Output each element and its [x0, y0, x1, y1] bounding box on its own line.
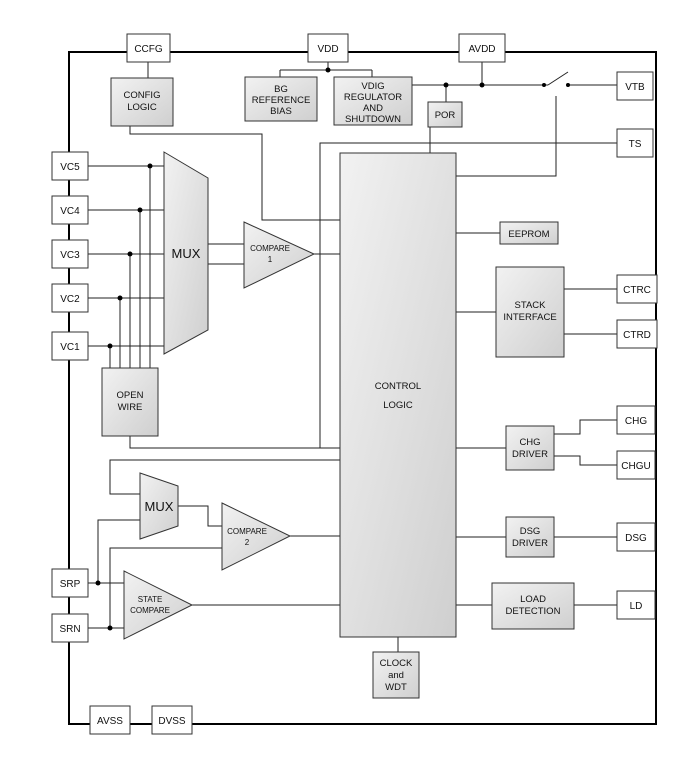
pin-srn: SRN	[51, 613, 89, 643]
svg-text:TS: TS	[629, 139, 642, 150]
wires	[78, 62, 617, 652]
svg-text:MUX: MUX	[145, 499, 174, 514]
mux-2: MUX	[139, 472, 179, 540]
pin-chgu: CHGU	[616, 450, 656, 480]
svg-text:SHUTDOWN: SHUTDOWN	[345, 114, 401, 125]
svg-text:COMPARE: COMPARE	[250, 244, 290, 253]
por-block: POR	[427, 101, 463, 128]
svg-text:and: and	[388, 670, 404, 681]
pin-vc1: VC1	[51, 331, 89, 361]
mux-1: MUX	[163, 151, 209, 355]
pin-vc2: VC2	[51, 283, 89, 313]
pin-vc4: VC4	[51, 195, 89, 225]
svg-text:COMPARE: COMPARE	[130, 606, 170, 615]
svg-text:INTERFACE: INTERFACE	[503, 312, 556, 323]
svg-text:AVSS: AVSS	[97, 716, 123, 727]
svg-text:LOGIC: LOGIC	[383, 400, 413, 411]
svg-text:VDIG: VDIG	[361, 81, 384, 92]
svg-text:2: 2	[245, 538, 250, 547]
svg-text:VDD: VDD	[317, 44, 338, 55]
svg-text:CHG: CHG	[625, 416, 647, 427]
clock-wdt-block: CLOCK and WDT	[372, 651, 420, 699]
svg-text:AVDD: AVDD	[468, 44, 495, 55]
svg-text:EEPROM: EEPROM	[508, 229, 549, 240]
svg-text:REGULATOR: REGULATOR	[344, 92, 402, 103]
svg-text:BG: BG	[274, 84, 288, 95]
svg-text:STACK: STACK	[515, 300, 547, 311]
svg-text:DRIVER: DRIVER	[512, 538, 548, 549]
svg-text:LOAD: LOAD	[520, 594, 546, 605]
pin-ctrd: CTRD	[616, 319, 658, 349]
pin-ctrc: CTRC	[616, 274, 658, 304]
svg-text:1: 1	[268, 255, 273, 264]
svg-text:CONTROL: CONTROL	[375, 381, 421, 392]
svg-text:LD: LD	[630, 601, 643, 612]
pin-dvss: DVSS	[151, 705, 193, 735]
svg-text:DETECTION: DETECTION	[506, 606, 561, 617]
svg-text:VC5: VC5	[60, 162, 80, 173]
svg-text:OPEN: OPEN	[117, 390, 144, 401]
junction-dots	[95, 67, 570, 631]
svg-text:MUX: MUX	[172, 246, 201, 261]
svg-text:CCFG: CCFG	[134, 44, 163, 55]
pin-ts: TS	[616, 128, 654, 158]
config-logic-block: CONFIG LOGIC	[110, 77, 174, 127]
pin-vdd: VDD	[307, 33, 349, 63]
svg-text:STATE: STATE	[138, 595, 163, 604]
svg-text:CHGU: CHGU	[621, 461, 650, 472]
svg-text:SRN: SRN	[59, 624, 80, 635]
svg-text:SRP: SRP	[60, 579, 81, 590]
vdig-regulator-block: VDIG REGULATOR AND SHUTDOWN	[333, 76, 413, 126]
pin-avdd: AVDD	[458, 33, 506, 63]
svg-text:CONFIG: CONFIG	[124, 90, 161, 101]
dsg-driver-block: DSG DRIVER	[505, 516, 555, 558]
stack-interface-block: STACK INTERFACE	[495, 266, 565, 358]
svg-text:DRIVER: DRIVER	[512, 449, 548, 460]
svg-text:VC3: VC3	[60, 250, 80, 261]
svg-text:AND: AND	[363, 103, 383, 114]
svg-text:WDT: WDT	[385, 682, 407, 693]
svg-text:DVSS: DVSS	[158, 716, 186, 727]
pin-ld: LD	[616, 590, 656, 620]
svg-text:WIRE: WIRE	[118, 402, 143, 413]
svg-text:COMPARE: COMPARE	[227, 527, 267, 536]
pin-srp: SRP	[51, 568, 89, 598]
pin-chg: CHG	[616, 405, 656, 435]
svg-text:VC2: VC2	[60, 294, 80, 305]
load-detection-block: LOAD DETECTION	[491, 582, 575, 630]
compare-1: COMPARE 1	[243, 221, 316, 289]
chg-driver-block: CHG DRIVER	[505, 425, 555, 471]
pin-vtb: VTB	[616, 71, 654, 101]
bg-reference-block: BG REFERENCE BIAS	[244, 76, 318, 122]
svg-text:CTRD: CTRD	[623, 330, 651, 341]
svg-text:CHG: CHG	[519, 437, 540, 448]
state-compare: STATE COMPARE	[123, 570, 194, 640]
pin-dsg: DSG	[616, 522, 656, 552]
pin-avss: AVSS	[89, 705, 131, 735]
svg-text:VC4: VC4	[60, 206, 80, 217]
control-logic-block: CONTROL LOGIC	[339, 152, 457, 638]
svg-text:CLOCK: CLOCK	[380, 658, 413, 669]
svg-text:CTRC: CTRC	[623, 285, 651, 296]
svg-text:VC1: VC1	[60, 342, 80, 353]
svg-text:POR: POR	[435, 110, 456, 121]
svg-text:DSG: DSG	[625, 533, 647, 544]
svg-text:LOGIC: LOGIC	[127, 102, 157, 113]
svg-text:VTB: VTB	[625, 82, 645, 93]
svg-text:REFERENCE: REFERENCE	[252, 95, 311, 106]
pin-vc3: VC3	[51, 239, 89, 269]
compare-2: COMPARE 2	[221, 502, 292, 571]
open-wire-block: OPEN WIRE	[101, 367, 159, 437]
svg-text:BIAS: BIAS	[270, 106, 292, 117]
pin-vc5: VC5	[51, 151, 89, 181]
svg-text:DSG: DSG	[520, 526, 541, 537]
eeprom-block: EEPROM	[499, 221, 559, 245]
pin-ccfg: CCFG	[126, 33, 171, 63]
